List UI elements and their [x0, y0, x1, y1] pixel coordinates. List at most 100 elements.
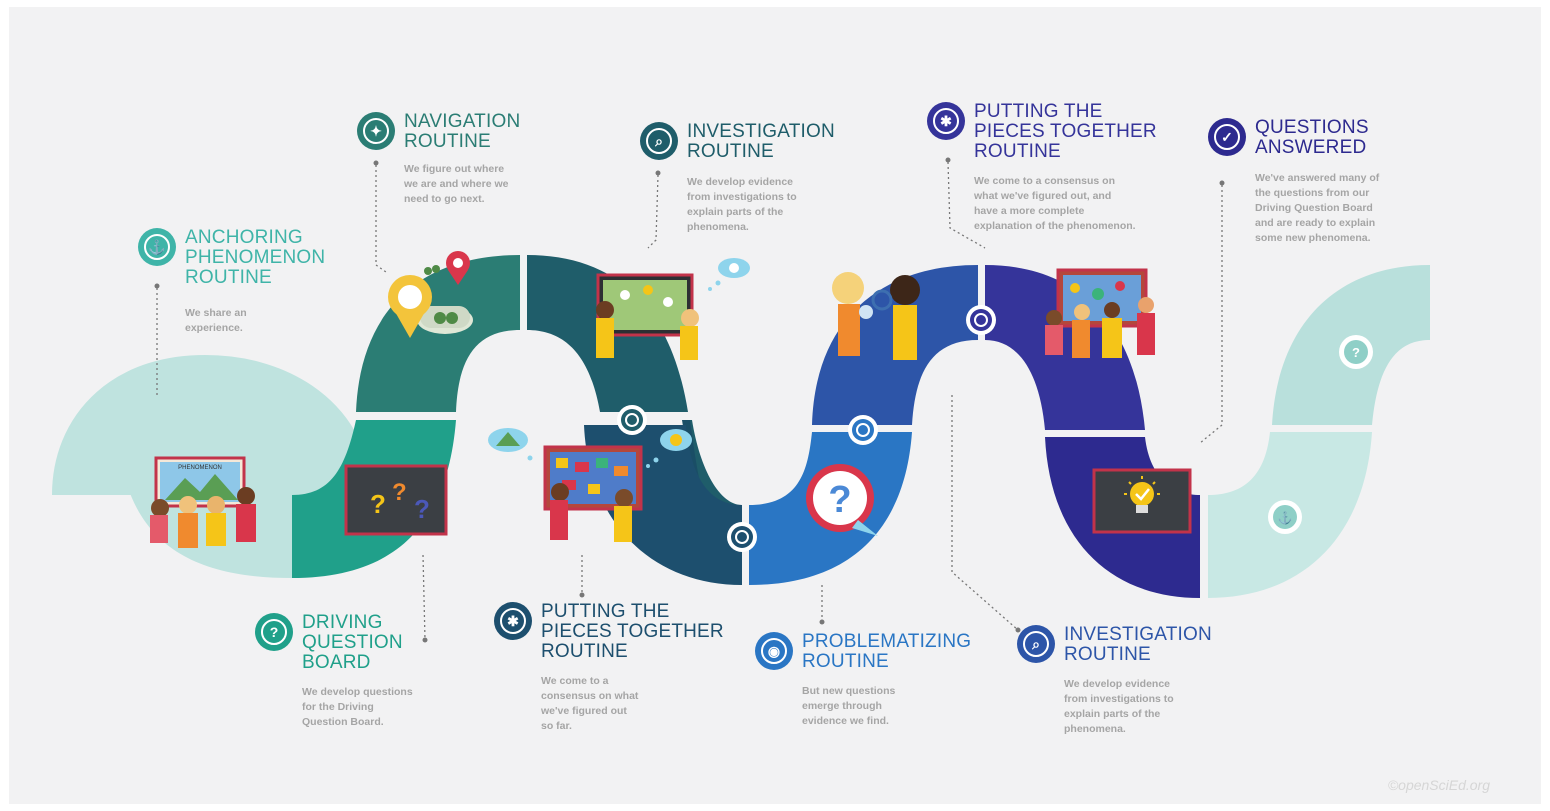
question-board-illustration: ? ? ? — [344, 464, 448, 536]
svg-text:⚓: ⚓ — [1278, 511, 1293, 525]
phenomenon-board-illustration: PHENOMENON — [150, 456, 256, 548]
label-description-line: emerge through — [802, 700, 882, 712]
question-marker-future: ? — [1339, 335, 1373, 369]
label-description: We share an experience. — [185, 306, 247, 336]
question-bubble-illustration: ? — [806, 464, 878, 536]
label-title-line: ROUTINE — [404, 131, 491, 152]
label-title-line: PUTTING THE — [974, 101, 1103, 122]
compass-marker-4 — [966, 305, 996, 335]
leader-dots — [154, 157, 1225, 643]
label-description-line: consensus on what — [541, 690, 639, 702]
anchor-marker-future: ⚓ — [1268, 500, 1302, 534]
label-title-line: QUESTIONS — [1255, 117, 1369, 138]
label-description-line: we are and where we — [404, 178, 509, 190]
label-title-line: ROUTINE — [974, 141, 1061, 162]
puzzle-icon: ✱ — [494, 602, 532, 640]
svg-text:?: ? — [370, 489, 386, 519]
label-description-line: But new questions — [802, 685, 896, 697]
compass-marker-3 — [848, 415, 878, 445]
question-icon: ? — [255, 613, 293, 651]
label-description: But new questions emerge through evidence … — [802, 684, 895, 729]
label-description-line: We share an — [185, 307, 247, 319]
label-description-line: We've answered many of — [1255, 172, 1380, 184]
label-description-line: We develop evidence — [687, 176, 794, 188]
checkmark-icon: ✓ — [1208, 118, 1246, 156]
path-segment-putting2 — [985, 265, 1145, 430]
label-description-line: from investigations to — [687, 191, 797, 203]
label-description-line: for the Driving — [302, 701, 374, 713]
compass-icon: ✦ — [357, 112, 395, 150]
label-description-line: explain parts of the — [687, 206, 784, 218]
label-description-line: we've figured out — [541, 705, 627, 717]
label-description: We develop evidence from investigations t… — [687, 175, 797, 235]
magnifier-icon: ⌕ — [640, 122, 678, 160]
label-description-line: explain parts of the — [1064, 708, 1161, 720]
investigation-kids-illustration — [832, 272, 920, 360]
label-description-line: what we've figured out, and — [974, 190, 1112, 202]
compass-marker-1 — [617, 405, 647, 435]
magnifier-icon: ⌕ — [1017, 625, 1055, 663]
puzzle-icon: ✱ — [927, 102, 965, 140]
label-description-line: Driving Question Board — [1255, 202, 1373, 214]
label-title-line: ANCHORING — [185, 227, 303, 248]
label-description-line: phenomena. — [687, 221, 749, 233]
lightbulb-board-illustration — [1092, 468, 1192, 534]
label-title-line: PIECES TOGETHER — [974, 121, 1157, 142]
label-description-line: the questions from our — [1255, 187, 1370, 199]
label-title-line: PIECES TOGETHER — [541, 621, 724, 642]
label-description-line: from investigations to — [1064, 693, 1174, 705]
svg-text:?: ? — [828, 479, 851, 521]
label-description-line: We come to a consensus on — [974, 175, 1116, 187]
label-description: We develop evidence from investigations t… — [1064, 677, 1174, 737]
label-description-line: We figure out where — [404, 163, 505, 175]
label-description-line: phenomena. — [1064, 723, 1126, 735]
label-description: We come to a consensus on what we've figu… — [974, 174, 1136, 234]
label-title-line: PROBLEMATIZING — [802, 631, 972, 652]
label-description-line: evidence we find. — [802, 715, 889, 727]
label-title-line: ROUTINE — [687, 141, 774, 162]
label-description-line: experience. — [185, 322, 243, 334]
navigation-map-illustration — [388, 251, 473, 338]
label-description-line: have a more complete — [974, 205, 1085, 217]
label-title-line: ROUTINE — [1064, 644, 1151, 665]
label-title-line: BOARD — [302, 652, 371, 673]
label-description-line: We develop evidence — [1064, 678, 1171, 690]
label-description-line: explanation of the phenomenon. — [974, 220, 1136, 232]
investigation-screen-illustration — [596, 258, 750, 360]
label-description: We come to a consensus on what we've figur… — [541, 674, 638, 734]
label-description-line: some new phenomena. — [1255, 232, 1371, 244]
label-title-line: ROUTINE — [541, 641, 628, 662]
label-title-line: QUESTION — [302, 632, 403, 653]
label-title-line: DRIVING — [302, 612, 383, 633]
svg-text:?: ? — [1352, 345, 1360, 360]
anchor-icon: ⚓ — [138, 228, 176, 266]
label-description-line: need to go next. — [404, 193, 485, 205]
label-title-line: INVESTIGATION — [687, 121, 835, 142]
label-title-line: PUTTING THE — [541, 601, 670, 622]
label-title-line: ROUTINE — [802, 651, 889, 672]
label-description: We figure out where we are and where we ne… — [404, 162, 508, 207]
label-description-line: We develop questions — [302, 686, 413, 698]
label-title-line: PHENOMENON — [185, 247, 326, 268]
group-board-illustration — [1045, 268, 1155, 358]
label-title-line: ANSWERED — [1255, 137, 1367, 158]
label-description-line: and are ready to explain — [1255, 217, 1376, 229]
label-title-line: NAVIGATION — [404, 111, 521, 132]
label-description-line: We come to a — [541, 675, 609, 687]
label-description-line: so far. — [541, 720, 572, 732]
svg-text:?: ? — [414, 494, 430, 524]
svg-text:PHENOMENON: PHENOMENON — [178, 465, 222, 471]
label-title-line: ROUTINE — [185, 267, 272, 288]
label-title-line: INVESTIGATION — [1064, 624, 1212, 645]
svg-text:?: ? — [392, 479, 407, 506]
watermark: ©openSciEd.org — [1387, 777, 1490, 793]
